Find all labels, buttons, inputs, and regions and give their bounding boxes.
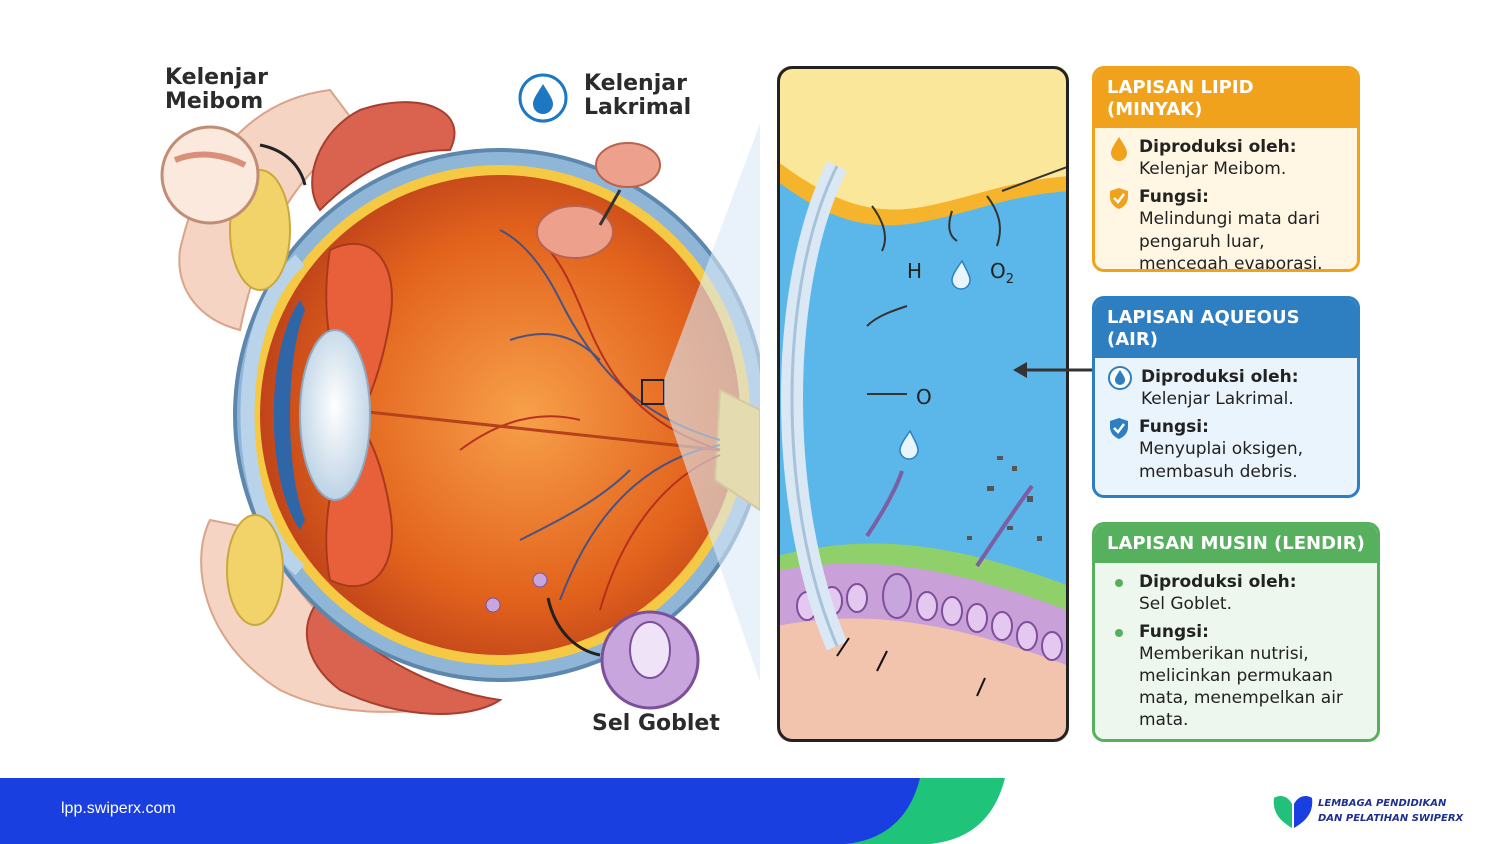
iris bbox=[273, 300, 305, 530]
row-text: Sel Goblet. bbox=[1139, 593, 1232, 614]
info-panel-1: LAPISAN LIPID (MINYAK) Diproduksi oleh:K… bbox=[1092, 66, 1360, 272]
row-head: Fungsi: bbox=[1139, 187, 1209, 208]
panel-body: Diproduksi oleh:Kelenjar Lakrimal. Fungs… bbox=[1095, 358, 1357, 495]
panel-body: Diproduksi oleh:Kelenjar Meibom. Fungsi:… bbox=[1095, 128, 1357, 272]
bullet-icon bbox=[1107, 621, 1131, 645]
info-panel-3: LAPISAN MUSIN (LENDIR) Diproduksi oleh:S… bbox=[1092, 522, 1380, 742]
lower-muscle bbox=[306, 598, 503, 715]
row-head: Diproduksi oleh: bbox=[1139, 571, 1297, 592]
bullet-icon bbox=[1107, 571, 1131, 595]
meibom-gland-label: Kelenjar Meibom bbox=[165, 65, 268, 115]
panel-row: Fungsi:Menyuplai oksigen, membasuh debri… bbox=[1107, 416, 1345, 482]
lens bbox=[299, 329, 371, 501]
row-text: Kelenjar Meibom. bbox=[1139, 159, 1287, 180]
o2-symbol: O2 bbox=[990, 259, 1014, 287]
water-drop-icon bbox=[518, 73, 568, 123]
panel-row: Diproduksi oleh:Kelenjar Meibom. bbox=[1107, 136, 1345, 180]
tear-film-inset: H O2 O bbox=[777, 66, 1069, 742]
lipid-layer bbox=[777, 66, 1069, 220]
brand-name: LEMBAGA PENDIDIKAN DAN PELATIHAN SWIPERX bbox=[1318, 798, 1464, 824]
swiperx-logo-icon bbox=[1273, 796, 1313, 828]
row-text: Kelenjar Lakrimal. bbox=[1141, 389, 1294, 410]
row-text: Melindungi mata dari pengaruh luar, menc… bbox=[1139, 209, 1323, 272]
panel-title: LAPISAN LIPID (MINYAK) bbox=[1095, 69, 1357, 129]
row-text: Menyuplai oksigen, membasuh debris. bbox=[1139, 439, 1304, 482]
shield-check-icon bbox=[1107, 416, 1131, 440]
row-text: Memberikan nutrisi, melicinkan permukaan… bbox=[1139, 643, 1343, 731]
panel-row: Fungsi:Melindungi mata dari pengaruh lua… bbox=[1107, 186, 1345, 272]
panel-row: Diproduksi oleh:Kelenjar Lakrimal. bbox=[1107, 366, 1345, 410]
panel-body: Diproduksi oleh:Sel Goblet. Fungsi:Membe… bbox=[1095, 563, 1377, 739]
meibomian-gland-shape bbox=[160, 125, 307, 626]
h-symbol: H bbox=[907, 259, 922, 283]
water-drop-icon bbox=[1107, 366, 1133, 391]
drop-icon bbox=[1107, 136, 1131, 162]
row-head: Fungsi: bbox=[1139, 621, 1209, 642]
lacrimal-gland-shape bbox=[536, 142, 661, 259]
shield-check-icon bbox=[1107, 186, 1131, 210]
panel-connector-arrows bbox=[1013, 362, 1093, 378]
panel-row: Fungsi:Memberikan nutrisi, melicinkan pe… bbox=[1107, 621, 1365, 731]
eye-cross-section bbox=[160, 88, 760, 715]
footer-bar bbox=[0, 778, 1005, 844]
row-head: Diproduksi oleh: bbox=[1141, 367, 1299, 388]
goblet-cell-shape bbox=[485, 572, 700, 710]
o-symbol: O bbox=[916, 385, 932, 409]
goblet-cell-label: Sel Goblet bbox=[592, 711, 720, 736]
row-head: Diproduksi oleh: bbox=[1139, 137, 1297, 158]
upper-muscle bbox=[311, 101, 456, 212]
lakrimal-gland-label: Kelenjar Lakrimal bbox=[584, 71, 692, 121]
footer-url[interactable]: lpp.swiperx.com bbox=[61, 800, 176, 817]
panel-title: LAPISAN AQUEOUS (AIR) bbox=[1095, 299, 1357, 359]
row-head: Fungsi: bbox=[1139, 417, 1209, 438]
panel-row: Diproduksi oleh:Sel Goblet. bbox=[1107, 571, 1365, 615]
info-panel-2: LAPISAN AQUEOUS (AIR) Diproduksi oleh:Ke… bbox=[1092, 296, 1360, 498]
panel-title: LAPISAN MUSIN (LENDIR) bbox=[1095, 525, 1377, 563]
